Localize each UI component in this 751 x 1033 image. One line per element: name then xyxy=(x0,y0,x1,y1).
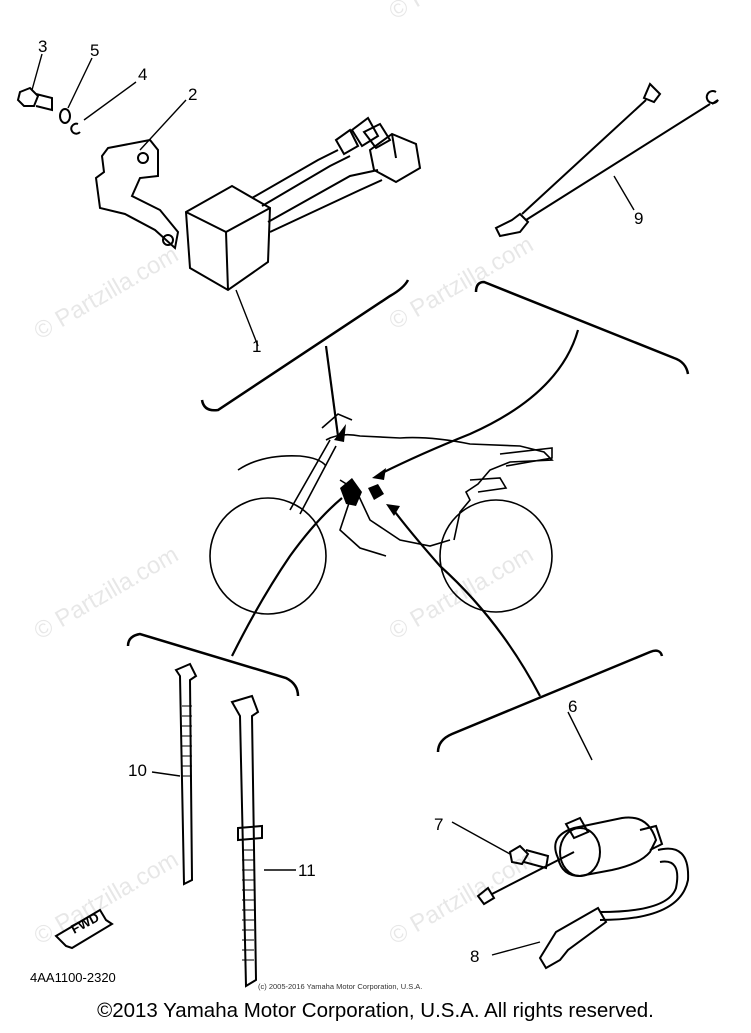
spark-plug-cap-part-8 xyxy=(538,906,608,970)
coil-end xyxy=(559,827,601,877)
watermark: © Partzilla.com xyxy=(30,846,184,950)
copyright-notice: ©2013 Yamaha Motor Corporation, U.S.A. A… xyxy=(97,999,654,1022)
connector xyxy=(350,116,380,148)
watermark-group: © Partzilla.com © Partzilla.com © Partzi… xyxy=(30,0,539,950)
bracket-part-2 xyxy=(94,138,180,250)
coil-lead xyxy=(491,851,575,895)
leader-line xyxy=(324,345,340,437)
cable-tie-part-10 xyxy=(174,662,198,886)
connector xyxy=(334,128,360,156)
washer-part-5 xyxy=(59,108,71,124)
callout-5: 5 xyxy=(90,41,99,60)
callout-9: 9 xyxy=(634,209,643,228)
rear-fender xyxy=(499,447,553,467)
connector xyxy=(362,122,392,150)
fwd-arrow-shape xyxy=(54,908,114,950)
ignition-coil-assembly xyxy=(476,816,690,970)
watermark: © Partzilla.com xyxy=(385,541,539,645)
callout-2: 2 xyxy=(188,85,197,104)
cdi-wire xyxy=(269,179,383,233)
bolt-part-3 xyxy=(16,86,53,112)
handlebar xyxy=(321,413,353,429)
callout-10: 10 xyxy=(128,761,147,780)
leader-line xyxy=(391,507,541,697)
callout-11: 11 xyxy=(298,861,316,880)
callout-8: 8 xyxy=(470,947,479,966)
cdi-box-part-1 xyxy=(184,184,272,292)
callout-1: 1 xyxy=(252,337,261,356)
cdi-wire xyxy=(261,155,351,207)
coil-terminal xyxy=(564,816,590,840)
watermark: © Partzilla.com xyxy=(30,241,184,345)
cable-tie-part-11 xyxy=(230,694,263,988)
hv-lead xyxy=(599,847,690,921)
frame-top-right xyxy=(474,280,690,375)
leader-lines xyxy=(231,329,580,697)
frame-top-left xyxy=(200,279,410,412)
bracket-hole xyxy=(137,152,149,164)
exhaust xyxy=(469,477,508,493)
cable-tie-hatching xyxy=(182,705,192,777)
callout-lines xyxy=(31,53,635,956)
front-wheel xyxy=(209,497,327,615)
arrowhead xyxy=(386,504,400,516)
cable-ties xyxy=(174,662,263,988)
front-fender xyxy=(237,454,327,471)
callout-4: 4 xyxy=(138,65,147,84)
tank-and-seat xyxy=(325,433,554,541)
frame-bottom-right xyxy=(436,649,664,753)
fork xyxy=(289,439,337,515)
leader-line xyxy=(231,497,343,657)
leader-line xyxy=(379,329,580,475)
coil-mount xyxy=(639,824,664,851)
cable-tie-hatching xyxy=(242,849,254,961)
callout-numbers: 1 2 3 4 5 6 7 8 9 10 11 xyxy=(38,37,643,966)
wire-lead-part-9 xyxy=(494,82,719,238)
cdi-unit-assembly xyxy=(94,116,422,292)
cdi-wire xyxy=(267,169,379,223)
connector-line xyxy=(391,133,397,159)
copyright-small: (c) 2005-2016 Yamaha Motor Corporation, … xyxy=(258,982,423,991)
engine-area xyxy=(340,478,384,506)
callout-6: 6 xyxy=(568,697,577,716)
bracket-hole xyxy=(162,234,174,246)
arrowhead xyxy=(334,424,346,442)
callout-3: 3 xyxy=(38,37,47,56)
callout-7: 7 xyxy=(434,815,443,834)
cdi-wire xyxy=(251,149,339,199)
rear-wheel xyxy=(439,499,553,613)
wire-end-terminal xyxy=(476,886,496,906)
watermark: © Partzilla.com xyxy=(30,541,184,645)
lockwasher-part-4 xyxy=(70,122,81,135)
ignition-coil-part-6 xyxy=(554,816,658,878)
watermark: © Partzilla.com xyxy=(385,0,539,25)
fastener-group xyxy=(16,86,81,135)
bolt-part-7 xyxy=(508,844,550,870)
callout-frames xyxy=(126,279,690,753)
arrowhead xyxy=(372,468,386,480)
diagram-code: 4AA1100-2320 xyxy=(30,970,116,985)
frame-bottom-left xyxy=(126,632,300,697)
